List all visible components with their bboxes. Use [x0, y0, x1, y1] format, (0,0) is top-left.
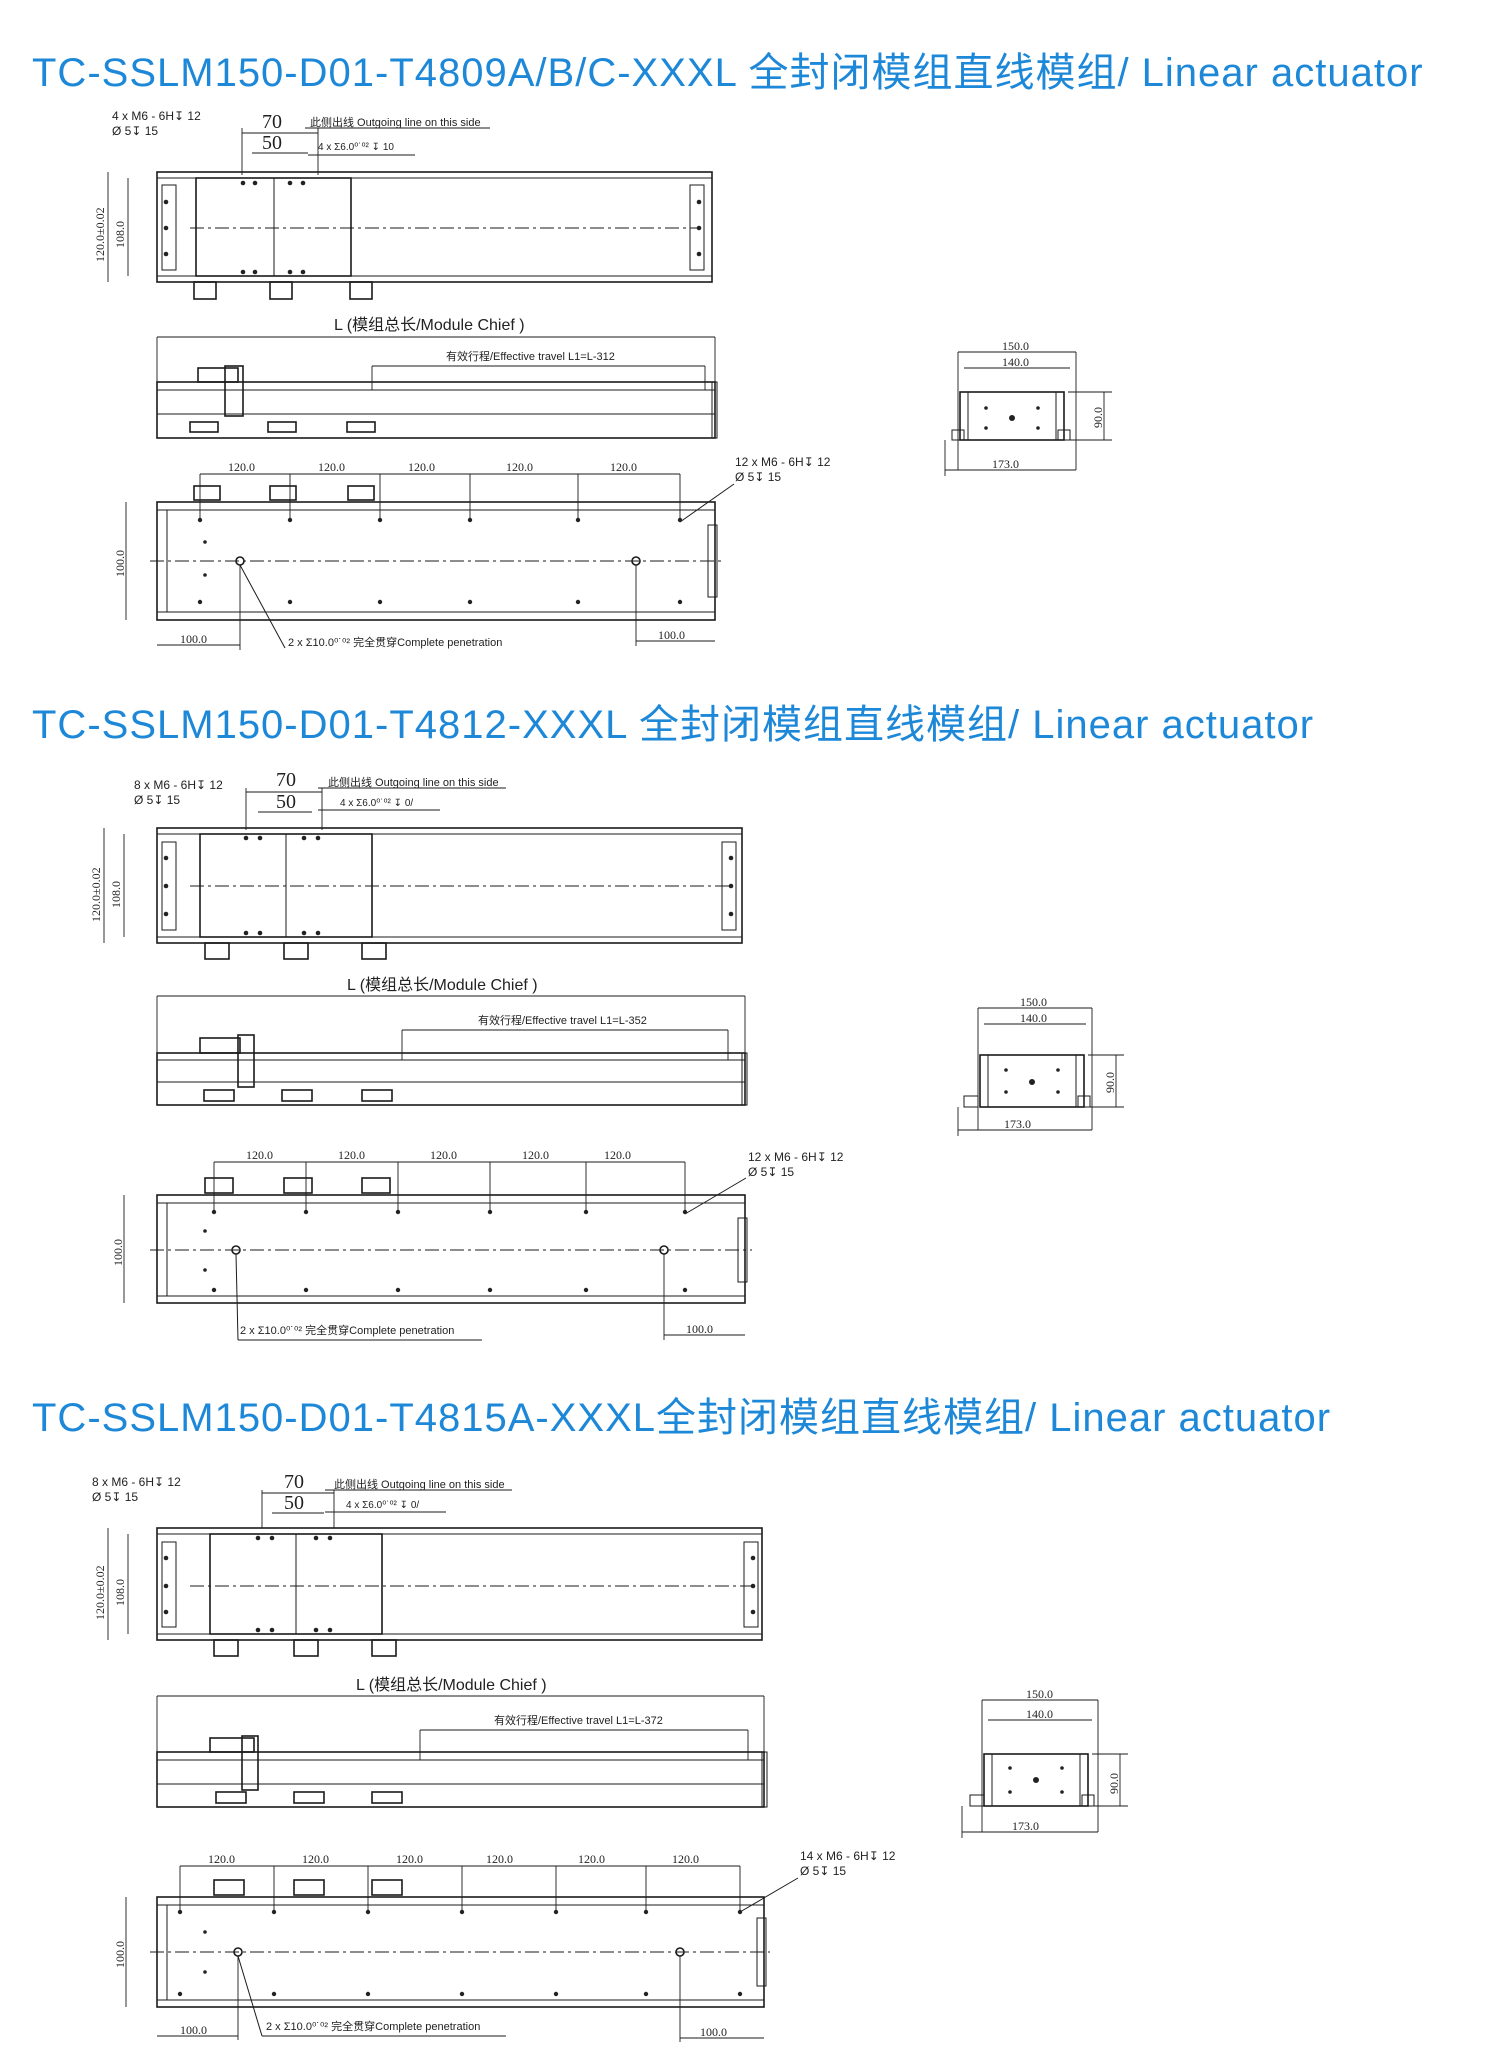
height-108: 108.0: [113, 221, 127, 248]
pitch-3: 120.0: [408, 460, 435, 474]
outgoing-note: 此侧出线 Outgoing line on this side: [334, 1477, 505, 1491]
holes-note-a: 4 x M6 - 6H↧ 12: [112, 109, 201, 123]
bottom-holes-note-b: Ø 5↧ 15: [748, 1165, 794, 1179]
pin-note: 4 x Σ6.0⁰˙⁰² ↧ 10: [318, 142, 394, 153]
width-150: 150.0: [1020, 995, 1047, 1009]
side-view-1: L (模组总长/Module Chief ) 有效行程/Effective tr…: [156, 316, 718, 439]
width-173: 173.0: [1004, 1117, 1031, 1131]
height-108: 108.0: [109, 881, 123, 908]
length-label: L (模组总长/Module Chief ): [334, 316, 525, 334]
width-150: 150.0: [1026, 1687, 1053, 1701]
dim-50: 50: [262, 132, 282, 154]
height-120: 120.0±0.02: [93, 207, 107, 262]
top-view-2: 8 x M6 - 6H↧ 12 Ø 5↧ 15 70 50 此侧出线 Outgo…: [89, 769, 743, 960]
width-140: 140.0: [1026, 1707, 1053, 1721]
outgoing-note: 此侧出线 Outgoing line on this side: [310, 115, 481, 129]
bottom-holes-note-b: Ø 5↧ 15: [800, 1864, 846, 1878]
pitch-1: 120.0: [228, 460, 255, 474]
bottom-holes-note-a: 14 x M6 - 6H↧ 12: [800, 1849, 896, 1863]
pitch-5: 120.0: [578, 1852, 605, 1866]
pitch-2: 120.0: [302, 1852, 329, 1866]
bottom-view-3: 120.0 120.0 120.0 120.0 120.0 120.0 14 x…: [113, 1849, 896, 2042]
pitch-4: 120.0: [506, 460, 533, 474]
travel-label: 有效行程/Effective travel L1=L-352: [478, 1013, 647, 1027]
section-2-drawings: 8 x M6 - 6H↧ 12 Ø 5↧ 15 70 50 此侧出线 Outgo…: [89, 769, 1124, 1341]
left-100: 100.0: [180, 632, 207, 646]
height-90: 90.0: [1103, 1072, 1117, 1093]
pitch-2: 120.0: [338, 1148, 365, 1162]
dim-50: 50: [284, 1492, 304, 1514]
end-view-2: 150.0 140.0 90.0 173.0: [957, 995, 1124, 1136]
bottom-holes-note-b: Ø 5↧ 15: [735, 470, 781, 484]
penetration-note: 2 x Σ10.0⁰˙⁰² 完全贯穿Complete penetration: [288, 635, 502, 649]
pitch-3: 120.0: [396, 1852, 423, 1866]
end-view-3: 150.0 140.0 90.0 173.0: [961, 1687, 1128, 1838]
section-title-2: TC-SSLM150-D01-T4812-XXXL 全封闭模组直线模组/ Lin…: [32, 703, 1315, 747]
section-title-3: TC-SSLM150-D01-T4815A-XXXL全封闭模组直线模组/ Lin…: [32, 1396, 1332, 1440]
right-100: 100.0: [700, 2025, 727, 2039]
bottom-view-1: 120.0 120.0 120.0 120.0 120.0 12 x M6 - …: [113, 455, 831, 650]
height-100: 100.0: [113, 1941, 127, 1968]
side-view-2: L (模组总长/Module Chief ) 有效行程/Effective tr…: [156, 976, 748, 1106]
right-100: 100.0: [658, 628, 685, 642]
pitch-6: 120.0: [672, 1852, 699, 1866]
height-100: 100.0: [111, 1239, 125, 1266]
pitch-4: 120.0: [486, 1852, 513, 1866]
width-173: 173.0: [1012, 1819, 1039, 1833]
dim-50: 50: [276, 791, 296, 813]
travel-label: 有效行程/Effective travel L1=L-372: [494, 1713, 663, 1727]
width-140: 140.0: [1020, 1011, 1047, 1025]
dim-70: 70: [284, 1471, 304, 1493]
bottom-view-2: 120.0 120.0 120.0 120.0 120.0 12 x M6 - …: [111, 1148, 844, 1341]
pitch-1: 120.0: [208, 1852, 235, 1866]
height-120: 120.0±0.02: [93, 1565, 107, 1620]
outgoing-note: 此侧出线 Outgoing line on this side: [328, 775, 499, 789]
holes-note-b: Ø 5↧ 15: [134, 793, 180, 807]
length-label: L (模组总长/Module Chief ): [347, 976, 538, 994]
section-3-drawings: 8 x M6 - 6H↧ 12 Ø 5↧ 15 70 50 此侧出线 Outgo…: [92, 1471, 1128, 2042]
top-view-1: 4 x M6 - 6H↧ 12 Ø 5↧ 15 70 50 此侧出线 Outgo…: [93, 109, 713, 300]
left-100: 100.0: [180, 2023, 207, 2037]
section-1-drawings: 4 x M6 - 6H↧ 12 Ø 5↧ 15 70 50 此侧出线 Outgo…: [93, 109, 1112, 650]
length-label: L (模组总长/Module Chief ): [356, 1676, 547, 1694]
pitch-5: 120.0: [610, 460, 637, 474]
width-150: 150.0: [1002, 339, 1029, 353]
pitch-3: 120.0: [430, 1148, 457, 1162]
bottom-holes-note-a: 12 x M6 - 6H↧ 12: [735, 455, 831, 469]
pin-note: 4 x Σ6.0⁰˙⁰² ↧ 0/: [346, 1500, 419, 1511]
holes-note-a: 8 x M6 - 6H↧ 12: [92, 1475, 181, 1489]
penetration-note: 2 x Σ10.0⁰˙⁰² 完全贯穿Complete penetration: [240, 1323, 454, 1337]
height-120: 120.0±0.02: [89, 867, 103, 922]
top-view-3: 8 x M6 - 6H↧ 12 Ø 5↧ 15 70 50 此侧出线 Outgo…: [92, 1471, 763, 1657]
holes-note-b: Ø 5↧ 15: [112, 124, 158, 138]
width-173: 173.0: [992, 457, 1019, 471]
side-view-3: L (模组总长/Module Chief ) 有效行程/Effective tr…: [156, 1676, 768, 1808]
height-100: 100.0: [113, 550, 127, 577]
height-108: 108.0: [113, 1579, 127, 1606]
holes-note-b: Ø 5↧ 15: [92, 1490, 138, 1504]
penetration-note: 2 x Σ10.0⁰˙⁰² 完全贯穿Complete penetration: [266, 2019, 480, 2033]
pitch-4: 120.0: [522, 1148, 549, 1162]
end-view-1: 150.0 140.0 90.0 173.0: [944, 339, 1112, 476]
holes-note-a: 8 x M6 - 6H↧ 12: [134, 778, 223, 792]
section-title-1: TC-SSLM150-D01-T4809A/B/C-XXXL 全封闭模组直线模组…: [32, 51, 1424, 95]
bottom-holes-note-a: 12 x M6 - 6H↧ 12: [748, 1150, 844, 1164]
width-140: 140.0: [1002, 355, 1029, 369]
pin-note: 4 x Σ6.0⁰˙⁰² ↧ 0/: [340, 798, 413, 809]
travel-label: 有效行程/Effective travel L1=L-312: [446, 349, 615, 363]
pitch-2: 120.0: [318, 460, 345, 474]
pitch-1: 120.0: [246, 1148, 273, 1162]
dim-70: 70: [262, 111, 282, 133]
height-90: 90.0: [1091, 407, 1105, 428]
right-100: 100.0: [686, 1322, 713, 1336]
pitch-5: 120.0: [604, 1148, 631, 1162]
dim-70: 70: [276, 769, 296, 791]
height-90: 90.0: [1107, 1773, 1121, 1794]
